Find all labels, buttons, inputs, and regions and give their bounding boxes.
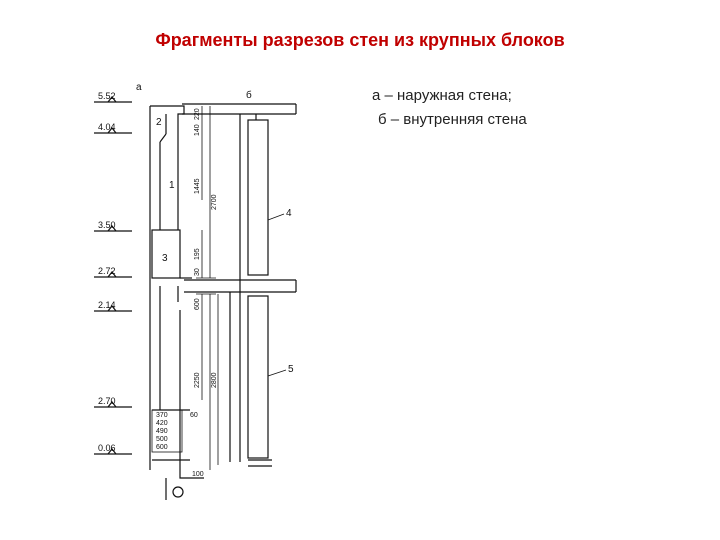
slide-title: Фрагменты разрезов стен из крупных блоко… bbox=[155, 30, 565, 50]
block-number: 4 bbox=[286, 208, 292, 219]
outer-wall-section bbox=[149, 105, 204, 500]
dimension-label: 2250 bbox=[194, 372, 201, 388]
block-number: 2 bbox=[156, 117, 162, 128]
dimension-label: 195 bbox=[194, 248, 201, 260]
thickness-table: 370 420 490 500 600 bbox=[151, 409, 183, 453]
thickness-value: 600 bbox=[156, 444, 168, 451]
thickness-value: 490 bbox=[156, 428, 168, 435]
dimension-label: 220 bbox=[194, 108, 201, 120]
level-label: 5.52 bbox=[98, 91, 116, 101]
dimension-label: 2700 bbox=[211, 194, 218, 210]
level-markers bbox=[94, 96, 132, 455]
level-label: 4.04 bbox=[98, 122, 116, 132]
legend-item-outer-wall: а – наружная стена; bbox=[372, 87, 512, 104]
block-number: 3 bbox=[162, 253, 168, 264]
dimension-label: 140 bbox=[194, 124, 201, 136]
block-number: 1 bbox=[169, 180, 175, 191]
thickness-value: 420 bbox=[156, 420, 168, 427]
legend: а – наружная стена; б – внутренняя стена bbox=[372, 84, 527, 132]
inner-wall-section bbox=[229, 114, 272, 467]
section-letter-a: а bbox=[136, 82, 142, 93]
dimension-label: 2800 bbox=[211, 372, 218, 388]
dimension-label: 100 bbox=[192, 471, 204, 478]
dimension-label: 30 bbox=[194, 268, 201, 276]
legend-item-inner-wall: б – внутренняя стена bbox=[378, 111, 527, 128]
thickness-value: 500 bbox=[156, 436, 168, 443]
level-label: 0.06 bbox=[98, 443, 116, 453]
thickness-value: 370 bbox=[156, 412, 168, 419]
outer-wall-dimension-lines bbox=[196, 106, 219, 470]
level-label: 2.14 bbox=[98, 300, 116, 310]
dimension-label: 60 bbox=[190, 412, 198, 419]
wall-section-drawing: а б 5.52 4.04 3.50 2.72 2.14 2.70 0.06 2… bbox=[94, 82, 297, 500]
section-letter-b: б bbox=[246, 89, 252, 101]
block-number: 5 bbox=[288, 364, 294, 375]
dimension-label: 1445 bbox=[194, 178, 201, 194]
level-label: 2.70 bbox=[98, 396, 116, 406]
dimension-label: 600 bbox=[194, 298, 201, 310]
level-label: 2.72 bbox=[98, 266, 116, 276]
level-label: 3.50 bbox=[98, 220, 116, 230]
